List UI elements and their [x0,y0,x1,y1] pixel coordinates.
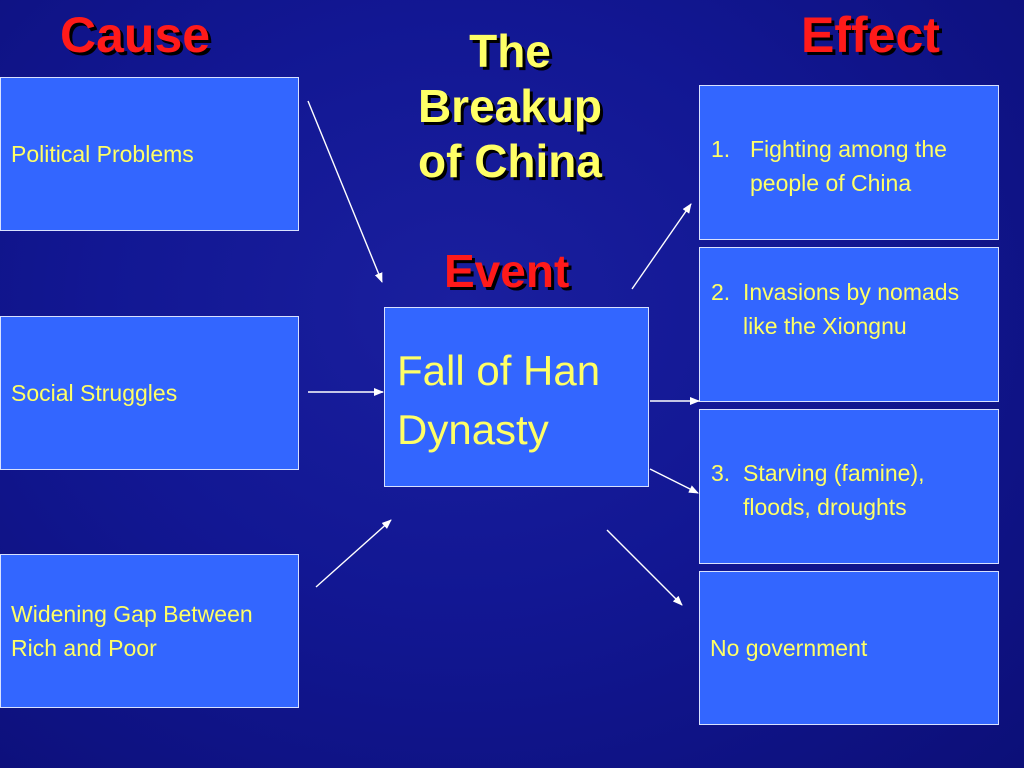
cause-box-political-problems: Political Problems [0,77,299,231]
effect-text: Invasions by nomads like the Xiongnu [743,279,960,339]
event-heading: Event [444,245,570,297]
cause-box-widening-gap: Widening Gap Between Rich and Poor [0,554,299,708]
effect-box-fighting: 1. Fighting among the people of China [699,85,999,240]
effect-text: Fighting among the people of China [750,136,947,196]
event-text: Fall of Han Dynasty [397,347,601,453]
arrow-event-to-fighting [631,203,692,290]
cause-box-social-struggles: Social Struggles [0,316,299,470]
arrow-event-to-no-government [606,529,683,606]
cause-text: Widening Gap Between Rich and Poor [11,601,253,661]
effect-box-invasions: 2. Invasions by nomads like the Xiongnu [699,247,999,402]
effect-number: 1. [711,136,731,162]
arrow-political-to-event [307,100,383,283]
effect-number: 3. [711,460,731,486]
cause-text: Political Problems [11,141,194,167]
effect-text: Starving (famine), floods, droughts [743,460,925,520]
effect-heading: Effect [801,7,940,63]
cause-text: Social Struggles [11,380,178,406]
effect-number: 2. [711,279,731,305]
slide-title: The Breakup of China [417,25,603,187]
event-box: Fall of Han Dynasty [384,307,649,487]
effect-text: No government [710,635,868,661]
effect-box-starving: 3. Starving (famine), floods, droughts [699,409,999,564]
effect-box-no-government: No government [699,571,999,725]
arrow-gap-to-event [315,519,392,588]
arrow-event-to-starving [649,468,699,494]
cause-heading: Cause [60,7,211,63]
